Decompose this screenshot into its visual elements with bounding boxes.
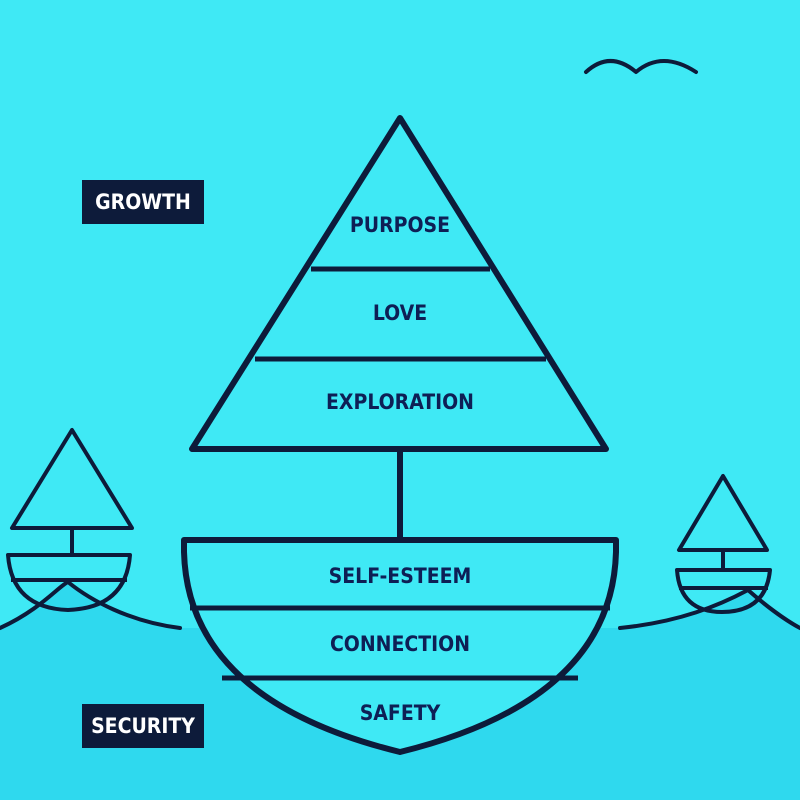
growth-tag-label: GROWTH (95, 190, 191, 214)
hull (181, 537, 619, 755)
security-tag-background (82, 704, 204, 748)
level-self-esteem-label: SELF-ESTEEM (329, 564, 472, 588)
small-boat-icon (6, 428, 134, 612)
level-safety-label: SAFETY (360, 701, 441, 725)
level-exploration-label: EXPLORATION (326, 390, 474, 414)
growth-tag: GROWTH (82, 180, 204, 224)
seagull-icon (584, 59, 698, 74)
level-purpose-label: PURPOSE (350, 213, 450, 237)
level-connection-label: CONNECTION (330, 632, 470, 656)
main-boat-icon (181, 115, 619, 755)
security-tag: SECURITY (82, 704, 204, 748)
small-boat-icon (675, 474, 772, 614)
growth-tag-background (82, 180, 204, 224)
wave-icon (0, 579, 182, 630)
security-tag-label: SECURITY (91, 714, 195, 738)
level-love-label: LOVE (373, 301, 427, 325)
wave-icon (618, 587, 800, 630)
